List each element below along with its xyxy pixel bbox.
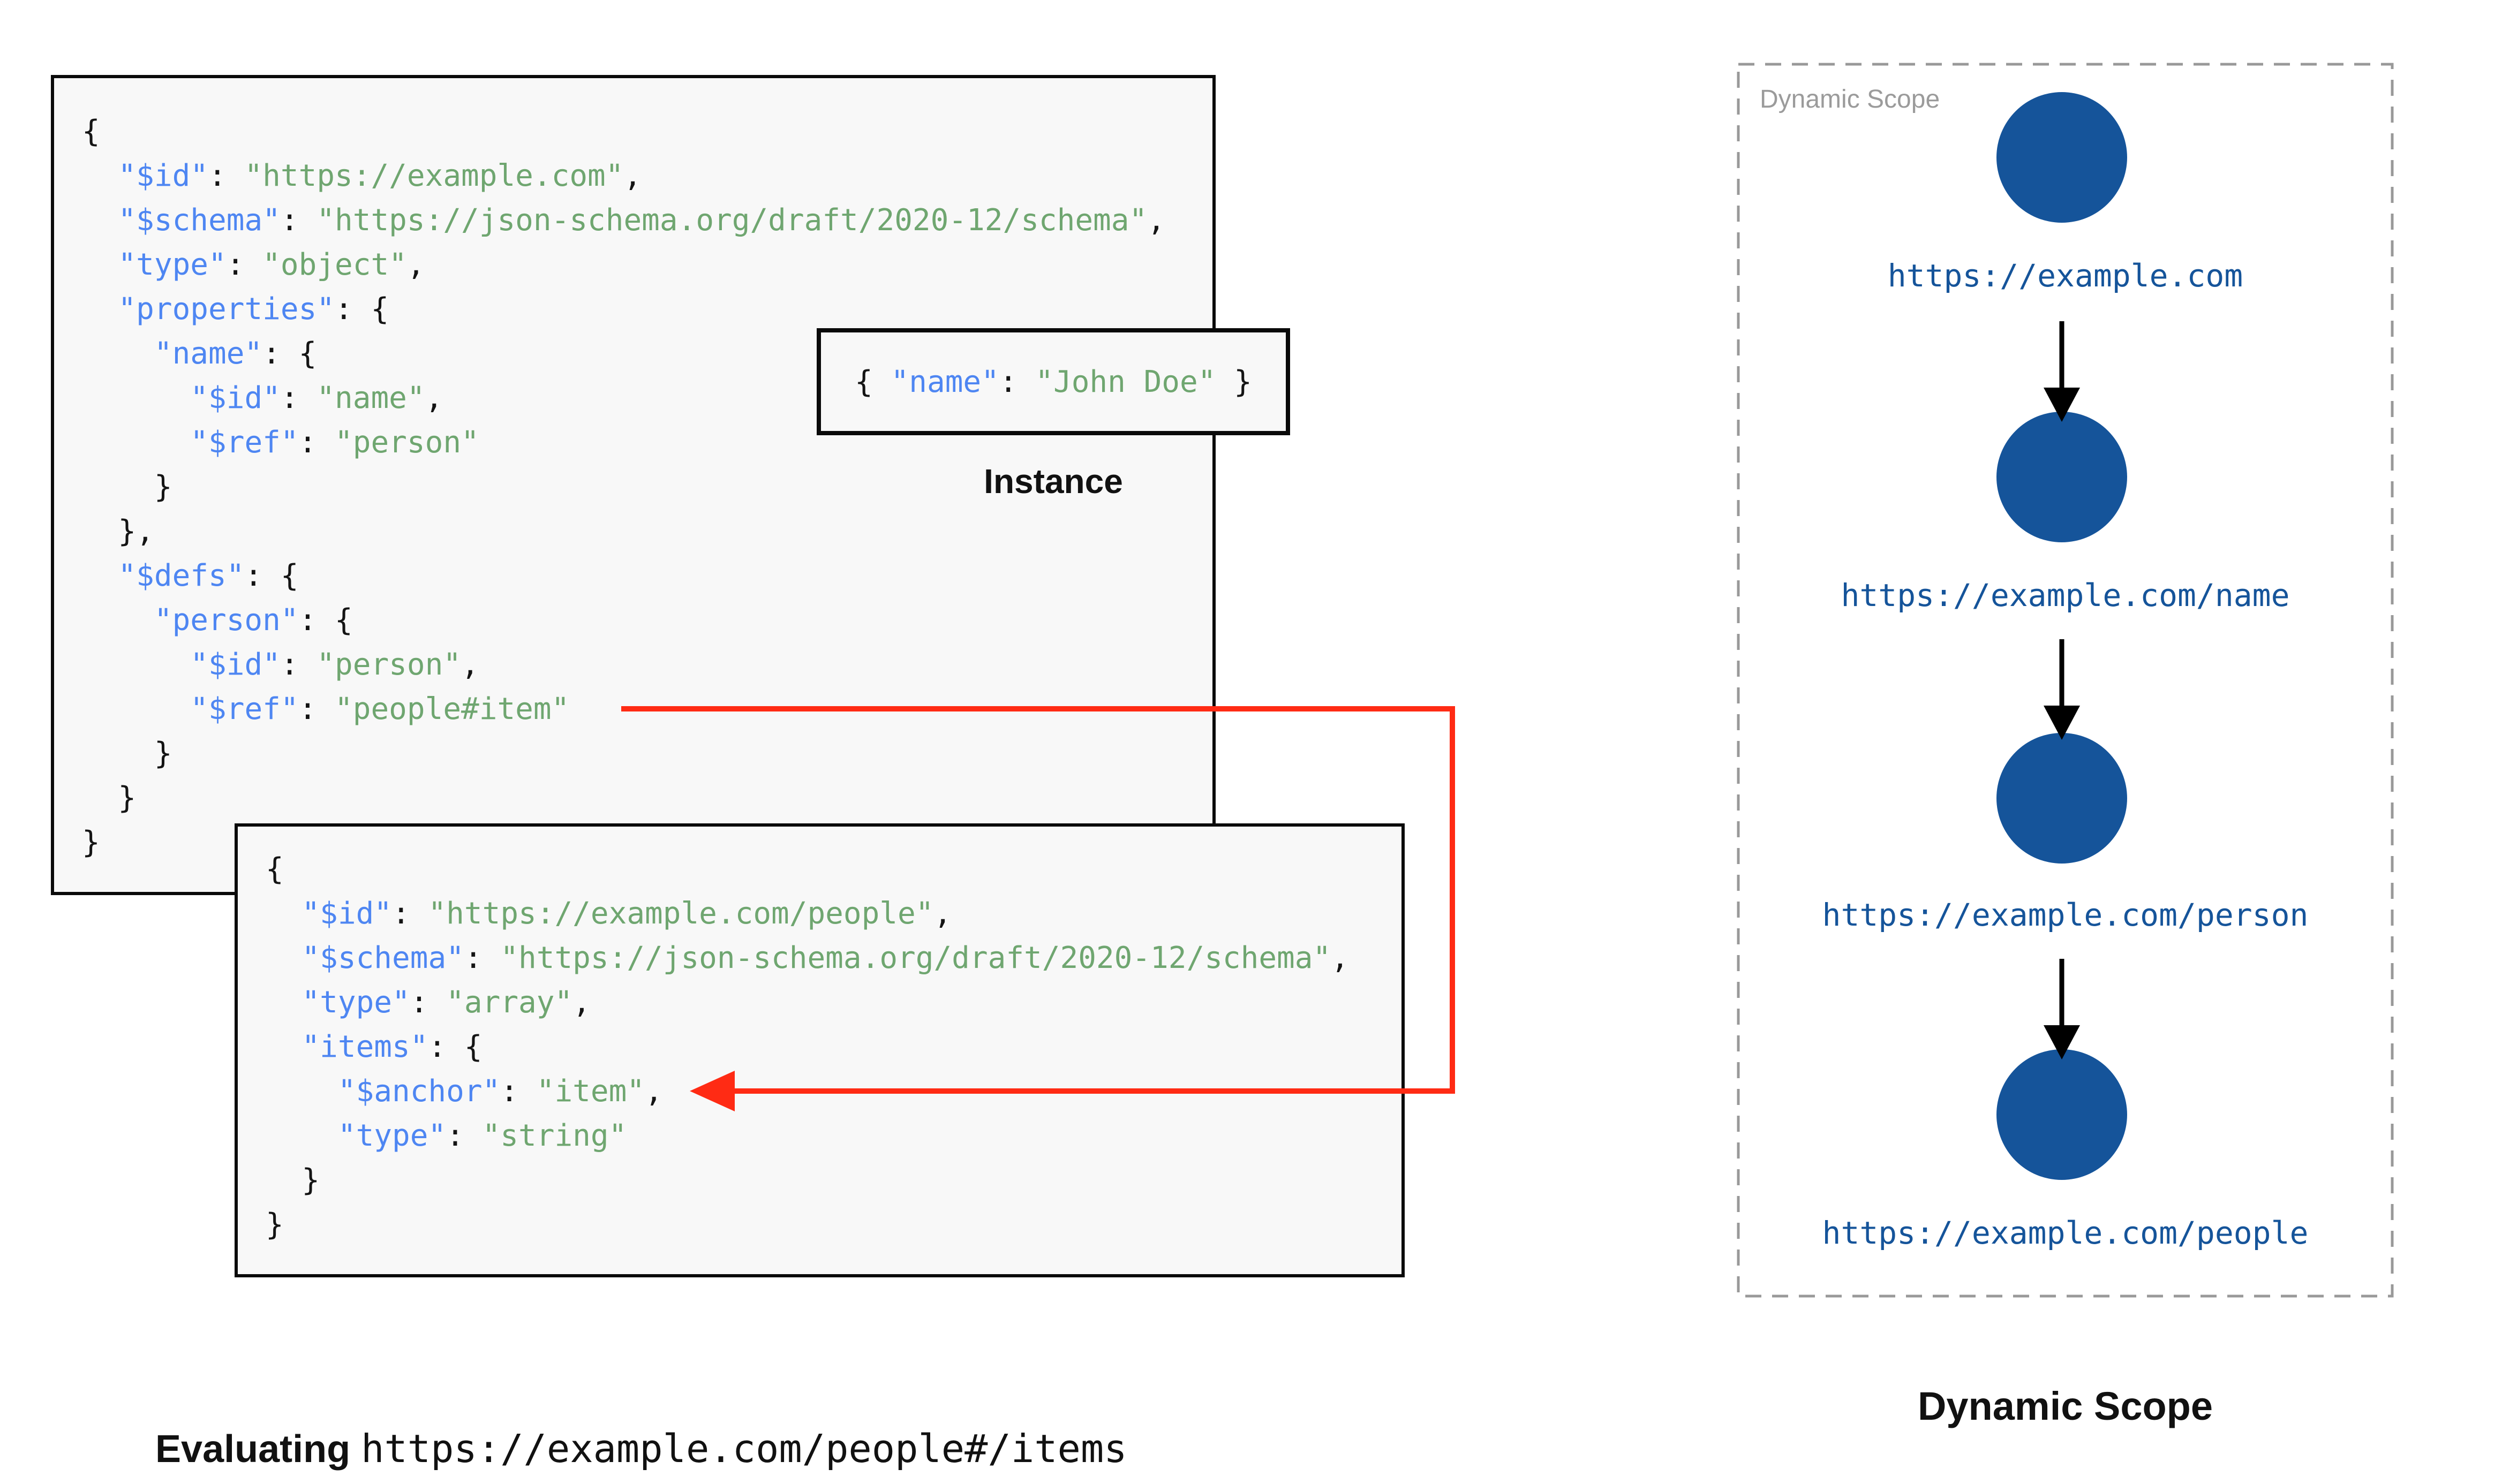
scope-node-url-3: https://example.com/person	[1822, 897, 2309, 933]
scope-node-url-1: https://example.com	[1887, 258, 2243, 294]
evaluating-caption-prefix: Evaluating	[155, 1428, 361, 1471]
scope-flow-arrow-2	[2044, 639, 2080, 740]
scope-flow-arrow-3	[2044, 959, 2080, 1059]
instance-label: Instance	[984, 462, 1123, 501]
dynamic-scope-caption: Dynamic Scope	[1917, 1384, 2213, 1428]
scope-flow-arrow-1	[2044, 321, 2080, 422]
instance-code-box: { "name": "John Doe" }	[817, 328, 1290, 435]
dynamic-scope-panel-label: Dynamic Scope	[1760, 85, 1940, 113]
scope-node-circle-4	[1996, 1049, 2127, 1180]
people-schema-code-box: { "$id": "https://example.com/people", "…	[235, 823, 1405, 1277]
scope-node-circle-3	[1996, 733, 2127, 864]
scope-node-url-4: https://example.com/people	[1822, 1215, 2309, 1251]
evaluating-caption-url: https://example.com/people#/items	[361, 1426, 1127, 1471]
scope-node-circle-1	[1996, 92, 2127, 223]
scope-node-circle-2	[1996, 412, 2127, 542]
scope-node-url-2: https://example.com/name	[1841, 577, 2290, 614]
evaluating-caption: Evaluating https://example.com/people#/i…	[112, 1382, 1127, 1484]
